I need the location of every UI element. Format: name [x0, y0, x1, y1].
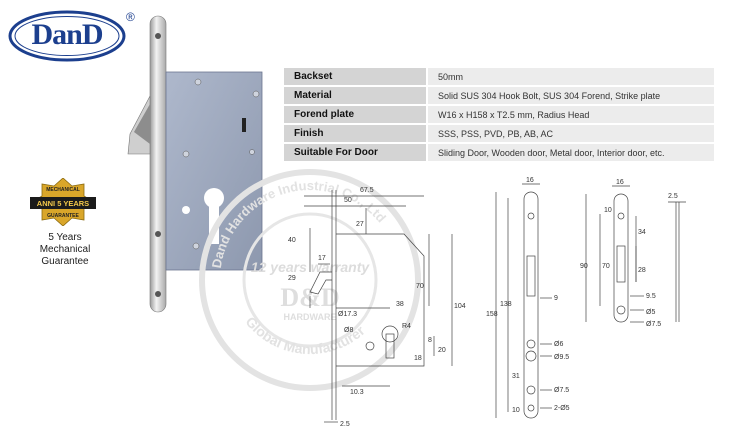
dim-label: 158: [486, 311, 498, 318]
logo-oval: [8, 10, 126, 62]
dim-label: Ø17.3: [338, 311, 357, 318]
dim-label: 8: [428, 337, 432, 344]
dim-label: Ø7.5: [554, 387, 569, 394]
dim-label: 10: [512, 407, 520, 414]
spec-value: 50mm: [426, 68, 714, 85]
dim-label: Ø5: [646, 309, 655, 316]
dim-label: Ø8: [344, 327, 353, 334]
guarantee-line-1: 5 Years: [48, 232, 82, 243]
guarantee-badge-icon: MECHANICAL ANNI 5 YEARS GUARANTEE: [30, 177, 96, 227]
dim-label: Ø6: [554, 341, 563, 348]
mortise-lock-icon: [127, 15, 263, 313]
guarantee-line-3: Guarantee: [41, 256, 89, 267]
spec-value: Sliding Door, Wooden door, Metal door, I…: [426, 144, 714, 161]
dim-label: Ø7.5: [646, 321, 661, 328]
dim-label: 50: [344, 197, 352, 204]
dim-label: 29: [288, 275, 296, 282]
badge-top-text: MECHANICAL: [46, 187, 80, 193]
dim-label: 10: [604, 207, 612, 214]
spec-value: SSS, PSS, PVD, PB, AB, AC: [426, 125, 714, 142]
dim-label: 31: [512, 373, 520, 380]
dim-label: 67.5: [360, 187, 374, 194]
dim-label: 104: [454, 303, 466, 310]
technical-drawings: 67.5 50 27 40 17 29 70 104 38 Ø17.3 Ø8 R…: [284, 176, 724, 436]
dim-label: 70: [602, 263, 610, 270]
dim-label: 38: [396, 301, 404, 308]
guarantee-caption: 5 Years Mechanical Guarantee: [26, 232, 104, 268]
spec-label: Suitable For Door: [284, 144, 426, 161]
spec-label: Finish: [284, 125, 426, 142]
dim-label: 9.5: [646, 293, 656, 300]
dim-label: 90: [580, 263, 588, 270]
spec-label: Backset: [284, 68, 426, 85]
dim-label: 27: [356, 221, 364, 228]
spec-label: Forend plate: [284, 106, 426, 123]
dim-label: 9: [554, 295, 558, 302]
dim-label: 16: [526, 177, 534, 184]
dim-label: 40: [288, 237, 296, 244]
badge-main-text: ANNI 5 YEARS: [37, 199, 89, 208]
dim-label: 28: [638, 267, 646, 274]
dim-label: 17: [318, 255, 326, 262]
dim-label: 34: [638, 229, 646, 236]
registered-mark: ®: [126, 10, 135, 24]
dim-label: 20: [438, 347, 446, 354]
spec-label: Material: [284, 87, 426, 104]
dim-label: 16: [616, 179, 624, 186]
guarantee-badge: MECHANICAL ANNI 5 YEARS GUARANTEE: [28, 177, 98, 227]
badge-bottom-text: GUARANTEE: [47, 213, 79, 219]
brand-logo: DanD ®: [8, 10, 136, 66]
guarantee-line-2: Mechanical: [39, 244, 91, 255]
dim-label: R4: [402, 323, 411, 330]
dim-label: 138: [500, 301, 512, 308]
dim-label: 2.5: [668, 193, 678, 200]
dimension-drawing: 67.5 50 27 40 17 29 70 104 38 Ø17.3 Ø8 R…: [288, 177, 686, 428]
dim-label: 70: [416, 283, 424, 290]
dim-label: 2.5: [340, 421, 350, 428]
spec-value: W16 x H158 x T2.5 mm, Radius Head: [426, 106, 714, 123]
lock-product-image: [100, 14, 280, 314]
spec-value: Solid SUS 304 Hook Bolt, SUS 304 Forend,…: [426, 87, 714, 104]
dim-label: 18: [414, 355, 422, 362]
dim-label: 2-Ø5: [554, 405, 570, 412]
logo-text: DanD: [31, 18, 103, 51]
dim-label: Ø9.5: [554, 354, 569, 361]
dim-label: 10.3: [350, 389, 364, 396]
